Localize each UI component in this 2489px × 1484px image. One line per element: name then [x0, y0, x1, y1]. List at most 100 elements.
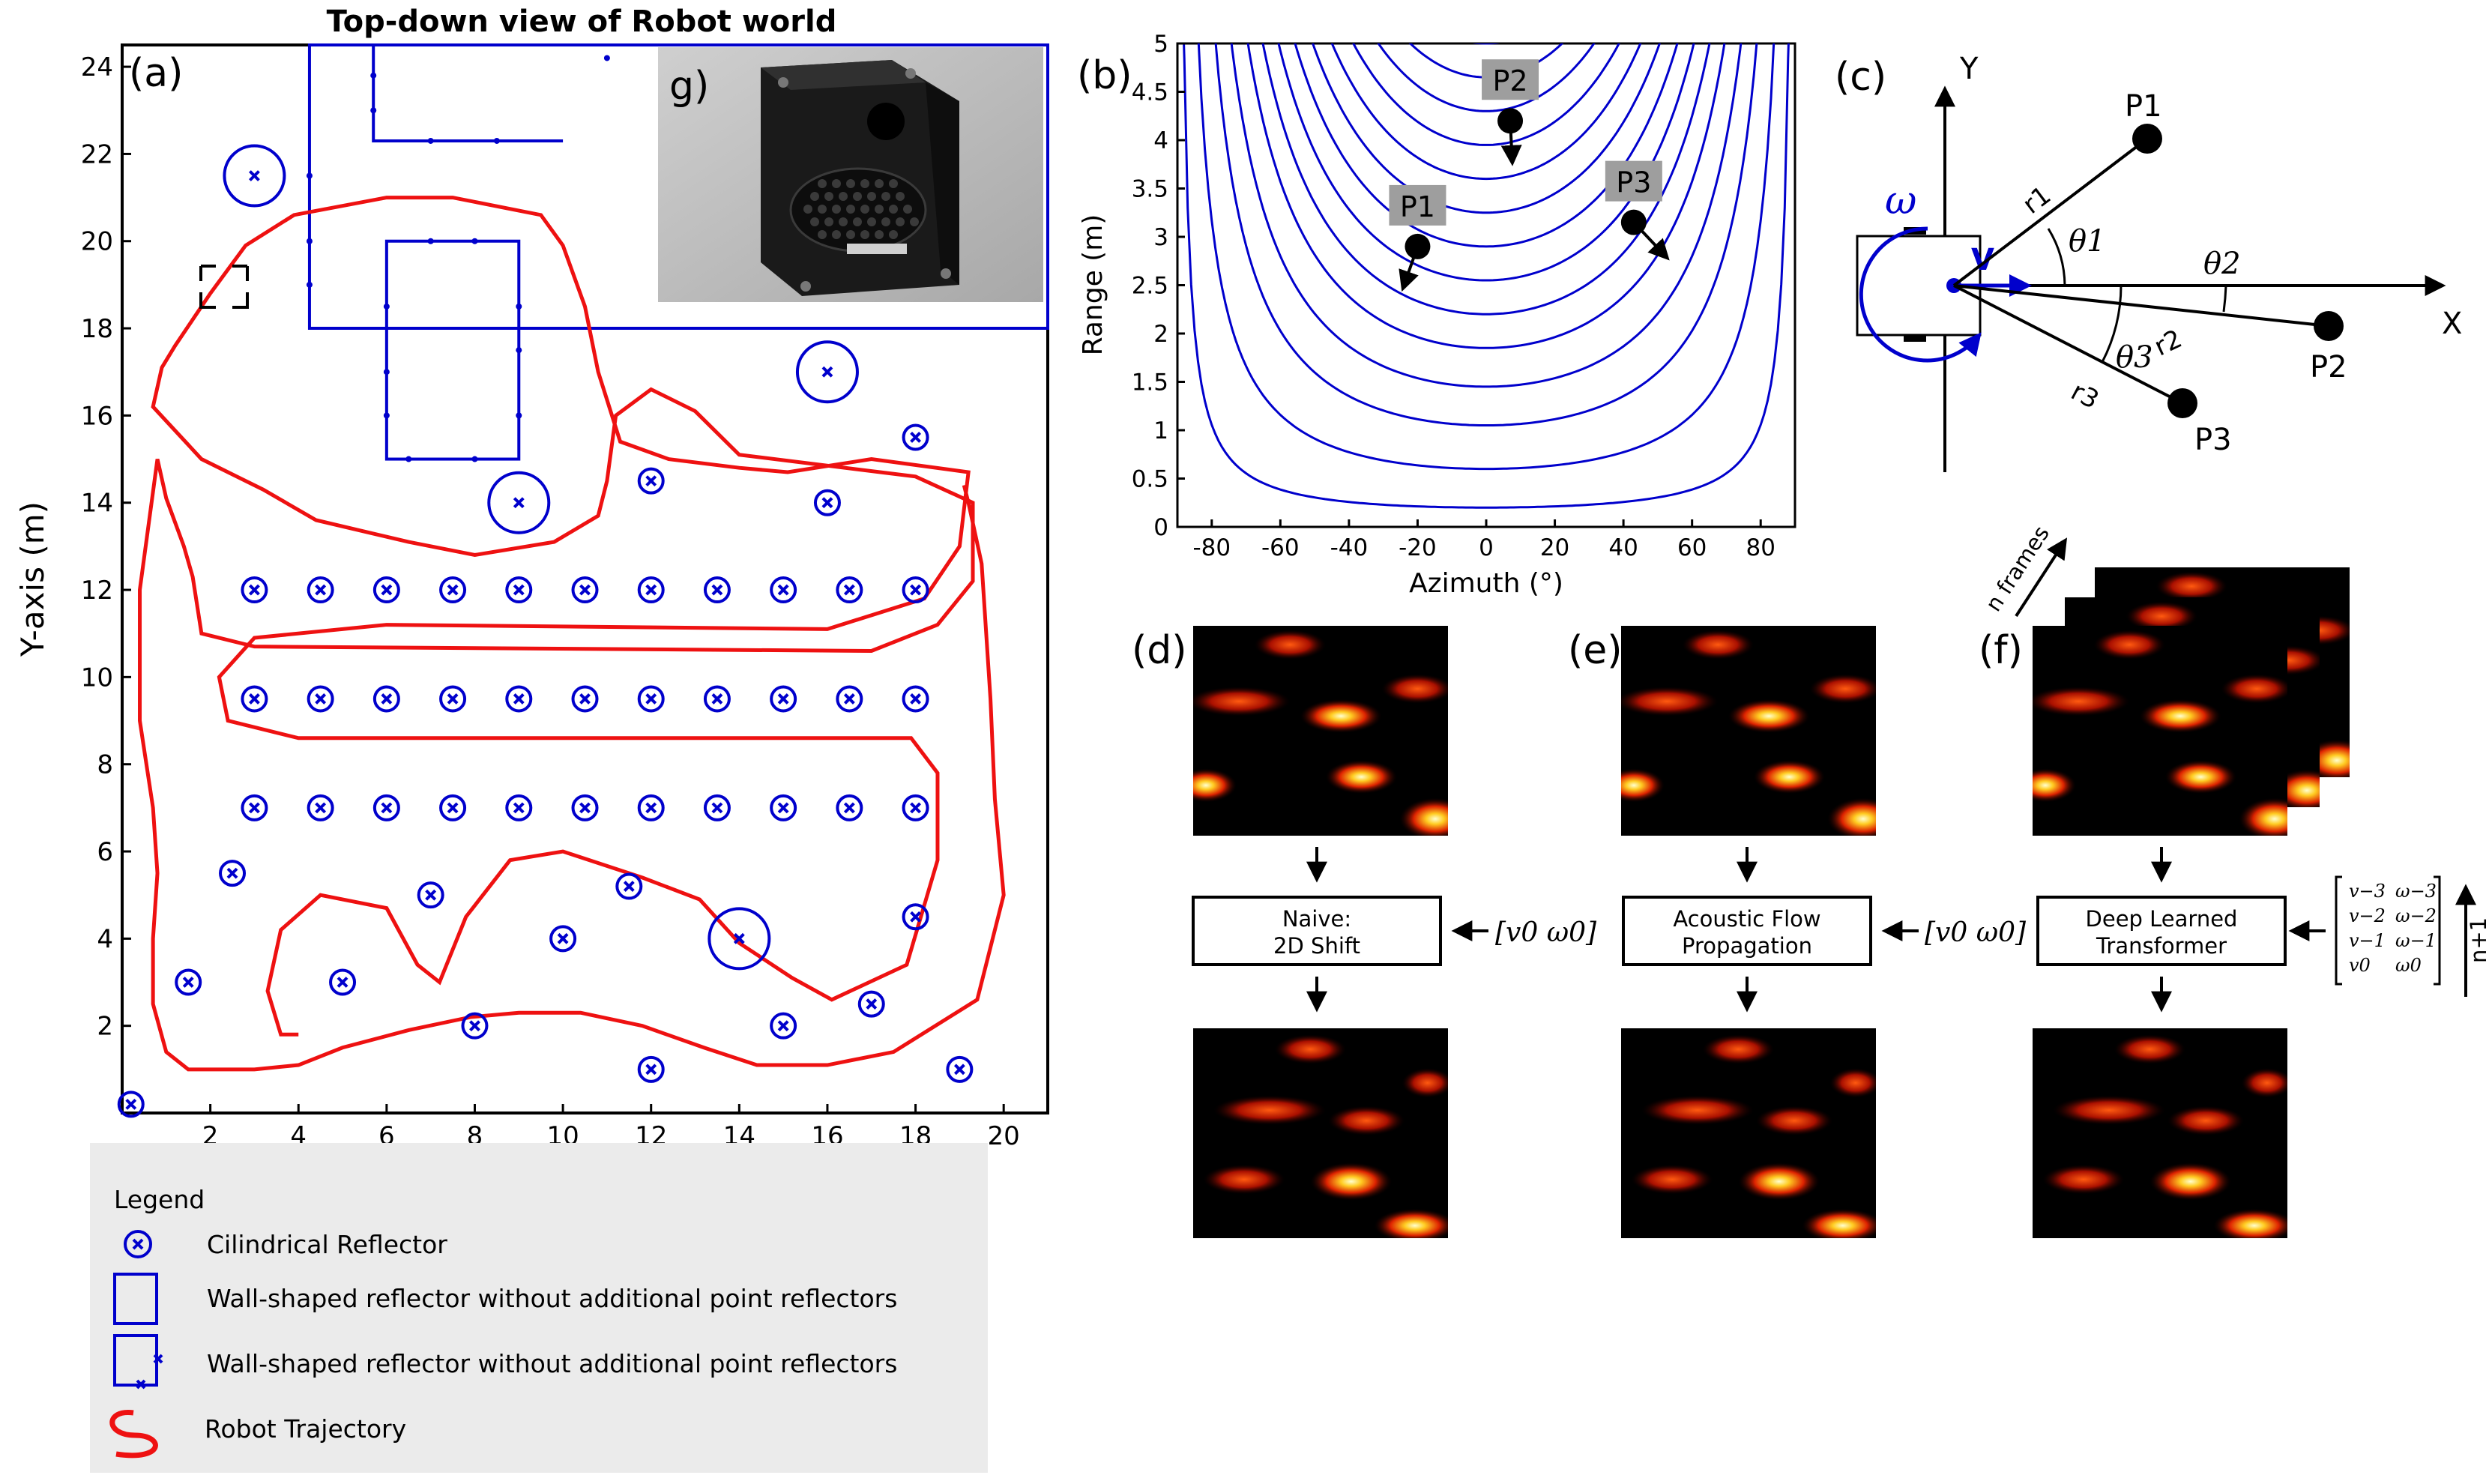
heatmap-blob [2239, 797, 2287, 836]
legend-background [90, 1143, 988, 1473]
grille-hole [846, 205, 855, 214]
cylindrical-reflector [505, 576, 533, 604]
x-axis-title: Azimuth (°) [1409, 568, 1563, 599]
legend-cylinder-icon [124, 1230, 152, 1258]
heatmap-blob [2126, 601, 2197, 631]
matrix-cell: ω−1 [2395, 930, 2437, 951]
reflector-cross [953, 1064, 965, 1076]
reflector-cross [821, 497, 833, 509]
wall-point [516, 347, 522, 354]
box-naive-shift [1192, 896, 1442, 966]
panel-a-title: Top-down view of Robot world [327, 4, 837, 39]
point-p1 [2132, 124, 2162, 154]
sensor-device-icon [761, 60, 959, 296]
panel-a-reflectors [117, 144, 974, 1118]
reflector-ring [703, 685, 731, 713]
large-cylindrical-reflector [223, 144, 286, 208]
reflector-ring [461, 1012, 489, 1040]
heatmap-blob [1631, 1165, 1713, 1195]
reflector-cross [645, 802, 657, 814]
wall-rect [384, 239, 521, 461]
reflector-cross [315, 693, 327, 705]
label-theta1: θ1 [2069, 224, 2106, 259]
legend-title: Legend [114, 1185, 205, 1214]
x-tick-label: 40 [1608, 534, 1638, 561]
reflector-cross [711, 693, 723, 705]
reflector-ring [219, 860, 247, 887]
wall-point [603, 55, 610, 61]
wall-point [471, 456, 478, 462]
wall-point [306, 172, 313, 179]
reflector-cross [733, 932, 745, 944]
point-p1: P1 [1389, 184, 1446, 292]
cylindrical-reflector [637, 467, 665, 495]
reflector-ring [902, 576, 929, 604]
grille-hole [903, 205, 912, 214]
heatmap-blob [2053, 1095, 2165, 1125]
cylindrical-reflector [571, 794, 599, 821]
x-tick-label: 20 [1540, 534, 1569, 561]
heatmap-blob [1300, 699, 1382, 733]
reflector-cross [910, 802, 921, 814]
matrix-cell: v−3 [2349, 881, 2386, 902]
reflector-cross [579, 802, 591, 814]
grille-hole [818, 179, 827, 188]
large-cylindrical-reflector [487, 471, 551, 534]
range-contour-line [1246, 43, 1726, 349]
point-marker [1405, 233, 1431, 259]
heatmap-blob [2241, 1068, 2287, 1098]
robot-trajectory [138, 196, 1006, 1072]
grille-hole [910, 217, 919, 226]
range-contour-line [1277, 43, 1695, 282]
reflector-cross [910, 432, 921, 443]
reflector-cross [447, 802, 459, 814]
heatmap-blob [1802, 1208, 1876, 1238]
reflector-ring [703, 794, 731, 821]
reflector-ring [902, 423, 929, 451]
n-plus-1-label: n+1 [2466, 917, 2489, 963]
heatmap-blob [1728, 699, 1810, 733]
wall-point [370, 107, 377, 114]
grille-hole [832, 230, 841, 239]
reflector-ring [637, 467, 665, 495]
heatmap-blob [1402, 1068, 1448, 1098]
cylindrical-reflector [241, 794, 268, 821]
grille-hole [846, 230, 855, 239]
point-p3: P3 [1605, 160, 1670, 261]
x-tick-label: 20 [988, 1121, 1020, 1151]
reflector-ring [549, 925, 577, 953]
range-contour-line [1261, 43, 1711, 316]
heatmap-blob [1809, 674, 1876, 704]
box-deep-transformer [2036, 896, 2287, 966]
reflector-ring [902, 903, 929, 931]
heatmap-blob [1829, 1068, 1876, 1098]
label-r3: r3 [2066, 376, 2104, 415]
reflector-cross [821, 366, 833, 378]
cylindrical-reflector [117, 1091, 145, 1118]
y-tick-label: 4 [97, 924, 113, 954]
cylindrical-reflector [307, 794, 334, 821]
legend-trajectory-icon [109, 1410, 158, 1459]
heatmap-blob [2093, 630, 2165, 660]
arc-theta2 [2222, 285, 2227, 313]
point-marker [1620, 209, 1647, 235]
matrix-cell: ω0 [2395, 955, 2422, 976]
cylindrical-reflector [946, 1055, 974, 1083]
reflector-ring [241, 576, 268, 604]
reflector-ring [770, 576, 797, 604]
point-label-box [1389, 184, 1446, 226]
box-d-line2: 2D Shift [1273, 933, 1360, 959]
reflector-cross [315, 802, 327, 814]
reflector-cross [777, 1020, 789, 1032]
heatmap-blob [1756, 1106, 1833, 1135]
reflector-cross [125, 1098, 137, 1110]
reflector-cross [315, 584, 327, 596]
cylindrical-reflector [637, 576, 665, 604]
grille-hole [867, 217, 876, 226]
heatmap-blobs [1203, 1034, 1448, 1238]
wall-point [427, 137, 434, 144]
panel-d-label: (d) [1132, 628, 1187, 673]
reflector-ring [372, 794, 400, 821]
reflector-cross [910, 911, 921, 923]
